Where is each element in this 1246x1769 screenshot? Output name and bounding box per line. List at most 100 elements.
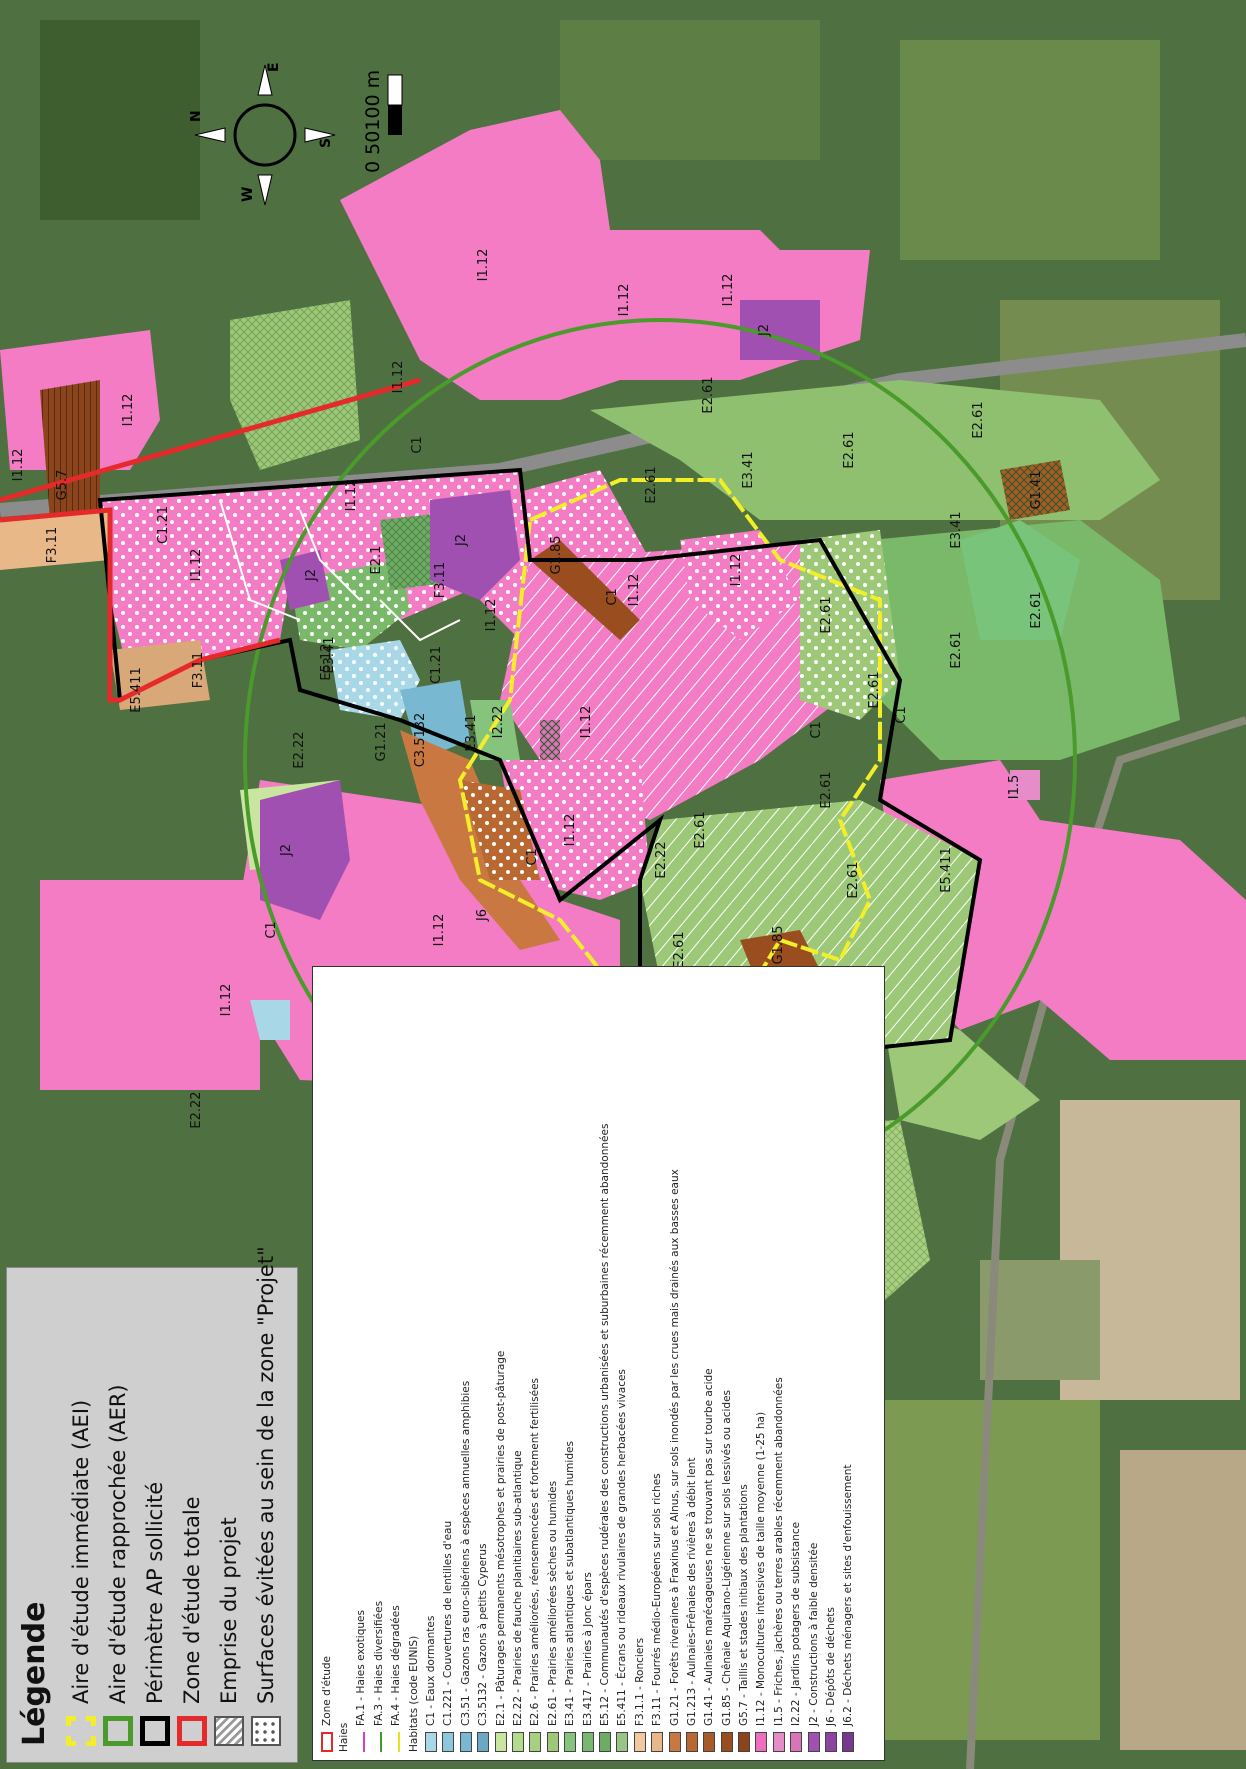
legend-sub-item: C3.5132 - Gazons à petits Cyperus — [475, 975, 492, 1752]
legend-sub-label: G1.21 - Forêts riveraines à Fraxinus et … — [668, 1169, 681, 1726]
legend-sub-label: C3.5132 - Gazons à petits Cyperus — [477, 1543, 490, 1726]
legend-sub-symbol — [459, 1732, 472, 1752]
legend-sub-item: E3.417 - Prairies à Jonc épars — [579, 975, 596, 1752]
scale-segment-black — [388, 105, 402, 135]
compass-arrow-west — [257, 174, 273, 206]
legend-sub-label: Haies — [338, 1722, 351, 1752]
habitat-G1.85[interactable] — [530, 540, 640, 640]
compass-n-label: N — [190, 110, 204, 122]
legend-sub-item: G1.85 - Chênaie Aquitano-Ligérienne sur … — [718, 975, 735, 1752]
map-label: I1.12 — [344, 479, 359, 512]
legend-item: Surfaces évitées au sein de la zone "Pro… — [247, 1246, 284, 1746]
legend-main: Légende Aire d'étude immédiate (AEI)Aire… — [6, 1246, 298, 1763]
legend-sub-item: I1.12 - Monocultures intensives de taill… — [753, 975, 770, 1752]
legend-sub-item: E5.411 - Écrans ou rideaux rivulaires de… — [614, 975, 631, 1752]
map-label: C1 — [605, 588, 620, 605]
habitat-C1[interactable] — [250, 1000, 290, 1040]
legend-sub-item: FA.1 - Haies exotiques — [353, 975, 370, 1752]
legend-sub-label: E2.22 - Prairies de fauche planitiaires … — [511, 1450, 524, 1726]
map-label: G1.85 — [771, 925, 786, 964]
hatch — [230, 300, 360, 470]
habitat-J2[interactable] — [430, 490, 520, 600]
legend-sub-label: E2.61 - Prairies améliorées sèches ou hu… — [546, 1480, 559, 1726]
legend-sub-label: C1 - Eaux dormantes — [425, 1615, 438, 1726]
map-label: E2.61 — [819, 771, 834, 808]
map-label: C1 — [894, 706, 909, 723]
map-label: E2.22 — [654, 841, 669, 878]
study-zone-boundary[interactable] — [0, 377, 421, 703]
map-label: I1.12 — [729, 554, 744, 587]
farm — [980, 1260, 1100, 1380]
legend-sub-item: Zone d'étude — [318, 975, 335, 1752]
legend-sub-symbol — [842, 1732, 855, 1752]
habitat-I1.12[interactable] — [40, 880, 260, 1090]
compass-s-label: S — [318, 138, 334, 148]
map-label: C3.5132 — [413, 713, 428, 768]
aei-boundary[interactable] — [457, 478, 882, 1043]
map-label: I1.12 — [721, 274, 736, 307]
map-label: E2.61 — [949, 631, 964, 668]
legend-sub-symbol — [529, 1732, 542, 1752]
legend-sub-item: FA.3 - Haies diversifiées — [370, 975, 387, 1752]
map-label: E3.41 — [741, 451, 756, 488]
habitat-J2[interactable] — [280, 550, 330, 610]
legend-item-label: Zone d'étude totale — [179, 1496, 204, 1704]
legend-sub-label: G5.7 - Taillis et stades initiaux des pl… — [738, 1484, 751, 1726]
legend-item: Périmètre AP sollicité — [136, 1284, 173, 1746]
legend-sub-item: J6 - Dépôts de déchets — [822, 975, 839, 1752]
map-label: I2.22 — [491, 706, 506, 739]
map-label: I1.12 — [219, 984, 234, 1017]
map-label: I1.12 — [617, 284, 632, 317]
legend-sub-symbol — [581, 1732, 594, 1752]
legend-sub-item: E2.6 - Prairies améliorées, réensemencée… — [527, 975, 544, 1752]
map-label: J2 — [757, 324, 772, 337]
legend-sub-symbol — [633, 1732, 646, 1752]
legend-sub-symbol — [807, 1732, 820, 1752]
map-label: I1.12 — [432, 914, 447, 947]
legend-sub-symbol — [477, 1732, 490, 1752]
legend-item-label: Aire d'étude rapprochée (AER) — [105, 1384, 130, 1704]
legend-sub-symbol — [494, 1732, 507, 1752]
habitat-I1.5[interactable] — [1010, 770, 1040, 800]
map-label: F3.11 — [45, 527, 60, 563]
map-label: E5.411 — [129, 667, 144, 712]
map-label: J6 — [475, 909, 490, 922]
project-line — [219, 499, 461, 642]
legend-sub-symbol — [738, 1732, 751, 1752]
legend-item-label: Périmètre AP sollicité — [142, 1481, 167, 1704]
legend-sub-label: C1.221 - Couvertures de lentilles d'eau — [442, 1520, 455, 1726]
legend-sub-label: E5.12 - Communautés d'espèces rudérales … — [598, 1123, 611, 1726]
legend-sub-item: I1.5 - Friches, jachères ou terres arabl… — [770, 975, 787, 1752]
legend-sub-label: E3.41 - Prairies atlantiques et subatlan… — [564, 1441, 577, 1726]
legend-sub-symbol — [685, 1732, 698, 1752]
map-label: C1 — [525, 848, 540, 865]
legend-sub-item: I2.22 - Jardins potagers de subsistance — [788, 975, 805, 1752]
legend-sub-label: I2.22 - Jardins potagers de subsistance — [790, 1521, 803, 1726]
field — [560, 20, 820, 160]
habitat-F3.11[interactable] — [0, 510, 110, 570]
legend-sub-symbol — [651, 1732, 664, 1752]
legend-item-label: Emprise du projet — [216, 1517, 241, 1704]
map-label: G5.7 — [55, 470, 70, 501]
legend-sub-symbol — [720, 1732, 733, 1752]
habitat-I1.12[interactable] — [560, 240, 650, 310]
legend-sub-symbol — [825, 1732, 838, 1752]
map-label: J2 — [279, 844, 294, 857]
legend-item: Zone d'étude totale — [173, 1284, 210, 1746]
legend-sub-label: E2.6 - Prairies améliorées, réensemencée… — [529, 1377, 542, 1726]
legend-sub-symbol — [546, 1732, 559, 1752]
legend-sub-symbol — [755, 1732, 768, 1752]
habitat-J2[interactable] — [260, 780, 350, 920]
legend-sub-label: E3.417 - Prairies à Jonc épars — [581, 1572, 594, 1726]
project-footprint — [680, 530, 800, 640]
legend-sub-label: Habitats (code EUNIS) — [407, 1635, 420, 1752]
map-label: C1.21 — [156, 506, 171, 544]
legend-item: Aire d'étude immédiate (AEI) — [62, 1284, 99, 1746]
legend-sub-label: J6 - Dépôts de déchets — [825, 1607, 838, 1726]
habitat-I1.12[interactable] — [1040, 820, 1246, 1060]
legend-sub-item: G1.21 - Forêts riveraines à Fraxinus et … — [666, 975, 683, 1752]
